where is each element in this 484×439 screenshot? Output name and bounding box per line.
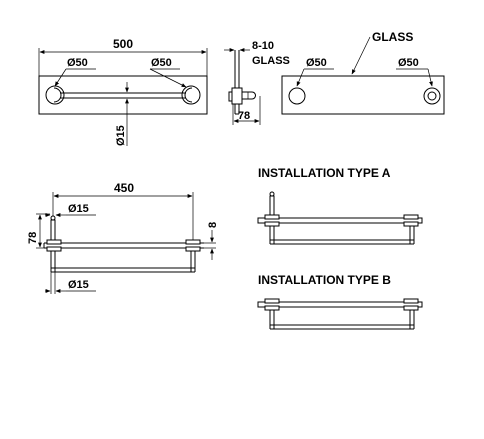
glass-outline xyxy=(38,75,208,115)
dia-50-hole-right: Ø50 xyxy=(398,57,419,69)
install-type-b: INSTALLATION TYPE B xyxy=(257,273,423,330)
b-bracket-top-l xyxy=(264,298,280,304)
depth-78: 78 xyxy=(238,110,250,122)
a-bracket-top-l xyxy=(264,214,280,220)
bracket-bot-left xyxy=(46,246,62,252)
dia-50-left: Ø50 xyxy=(67,57,88,69)
hole-left xyxy=(288,87,306,105)
a-knob-head xyxy=(269,191,275,197)
a-bracket-bot-l xyxy=(264,221,280,227)
hole-right xyxy=(423,87,441,105)
b-glass xyxy=(257,301,423,308)
b-bracket-bot-l xyxy=(264,305,280,311)
cap-right xyxy=(184,87,193,103)
top-left-view: 500 Ø50 Ø50 Ø15 xyxy=(38,37,208,146)
dim-450: 450 xyxy=(114,181,134,195)
dia-50-right: Ø50 xyxy=(151,57,172,69)
bracket-top-right xyxy=(185,239,201,245)
b-bracket-top-r xyxy=(403,298,419,304)
install-type-a: INSTALLATION TYPE A xyxy=(257,166,423,245)
rod-dia-15: Ø15 xyxy=(115,125,127,146)
left-knob-head xyxy=(50,215,56,221)
leader-hole-left xyxy=(296,68,305,87)
b-bracket-bot-r xyxy=(403,305,419,311)
side-glass-label: GLASS xyxy=(252,55,290,67)
glass-leader xyxy=(351,36,371,75)
leader-hole-right xyxy=(427,68,433,87)
glass-label: GLASS xyxy=(372,30,413,44)
bracket-right xyxy=(181,85,201,105)
dim-78: 78 xyxy=(27,232,39,244)
side-mount-plate xyxy=(228,91,233,102)
leader-50-right xyxy=(149,68,187,88)
glass-plan xyxy=(281,75,445,115)
a-bracket-top-r xyxy=(403,214,419,220)
a-knob-stem xyxy=(269,195,275,216)
cap-left xyxy=(53,87,62,103)
install-a-title: INSTALLATION TYPE A xyxy=(258,166,391,180)
side-mount xyxy=(231,87,243,105)
side-view: 8-10 GLASS 78 xyxy=(224,40,290,125)
glass-thickness: 8-10 xyxy=(252,40,274,52)
a-bracket-bot-r xyxy=(403,221,419,227)
bracket-bot-right xyxy=(185,246,201,252)
install-b-title: INSTALLATION TYPE B xyxy=(258,273,391,287)
dim-8: 8 xyxy=(207,222,219,228)
dia-15-bottom: Ø15 xyxy=(68,279,89,291)
a-glass xyxy=(257,217,423,224)
side-arm xyxy=(242,91,256,100)
dim-500: 500 xyxy=(113,37,133,51)
bottom-left-view: 450 Ø15 Ø15 xyxy=(27,181,219,294)
dia-50-hole-left: Ø50 xyxy=(306,57,327,69)
leader-50-left xyxy=(54,68,67,87)
dia-15-top: Ø15 xyxy=(68,203,89,215)
bracket-top-left xyxy=(46,239,62,245)
top-right-view: GLASS Ø50 Ø50 xyxy=(281,30,445,115)
left-knob-stem xyxy=(50,219,56,241)
hole-right-inner xyxy=(427,91,437,101)
